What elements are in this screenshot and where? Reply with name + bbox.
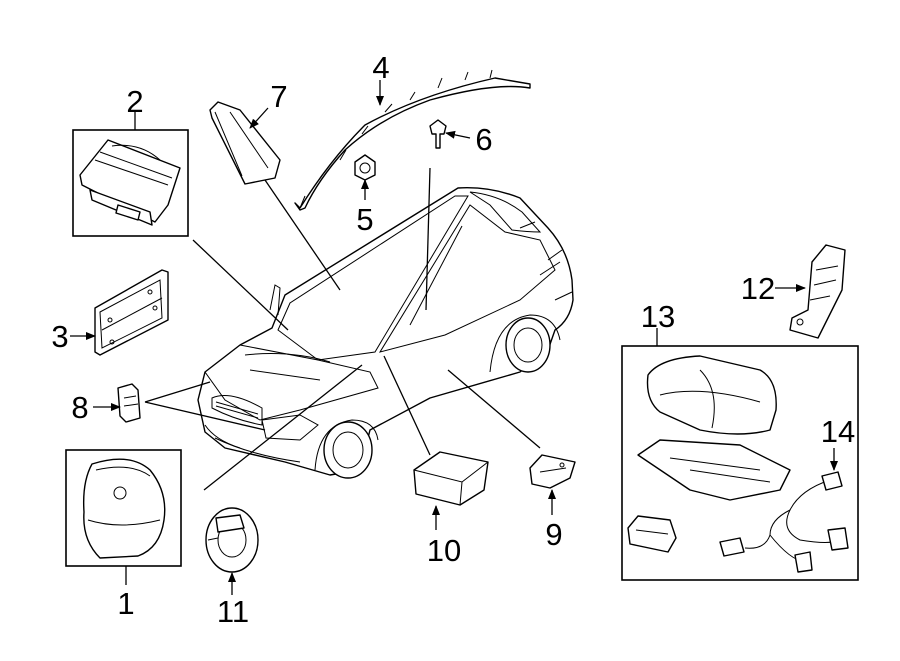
vehicle-outline — [197, 187, 574, 479]
part-1-driver-airbag — [65, 449, 182, 567]
part-4-curtain-airbag — [294, 69, 531, 211]
part-12-seat-airbag — [775, 244, 846, 339]
part-9-sensor — [529, 454, 576, 515]
callout-13: 13 — [641, 299, 675, 334]
leader-lines — [125, 110, 658, 585]
callout-6: 6 — [475, 122, 492, 157]
callout-2: 2 — [126, 84, 143, 119]
callout-5: 5 — [356, 202, 373, 237]
part-7-side-airbag — [209, 101, 281, 185]
callout-14: 14 — [821, 414, 855, 449]
callout-7: 7 — [270, 79, 287, 114]
callout-4: 4 — [372, 50, 389, 85]
part-13-seat-cushion-assembly — [621, 345, 859, 581]
callout-10: 10 — [427, 533, 461, 568]
part-11-clockspring — [205, 507, 259, 595]
callout-labels: 1 2 3 4 5 6 7 8 9 10 11 12 13 14 — [51, 50, 855, 629]
callout-8: 8 — [71, 390, 88, 425]
callout-1: 1 — [117, 586, 134, 621]
callout-12: 12 — [741, 271, 775, 306]
part-8-impact-sensor — [93, 383, 141, 423]
part-10-control-module — [413, 451, 489, 530]
callout-9: 9 — [545, 517, 562, 552]
callout-3: 3 — [51, 319, 68, 354]
part-14-wiring-harness — [719, 448, 849, 573]
callout-11: 11 — [217, 594, 249, 629]
part-2-passenger-airbag — [72, 129, 189, 237]
part-6-fastener — [429, 119, 471, 149]
part-3-knee-airbag — [70, 269, 169, 356]
part-5-clip — [354, 154, 376, 200]
